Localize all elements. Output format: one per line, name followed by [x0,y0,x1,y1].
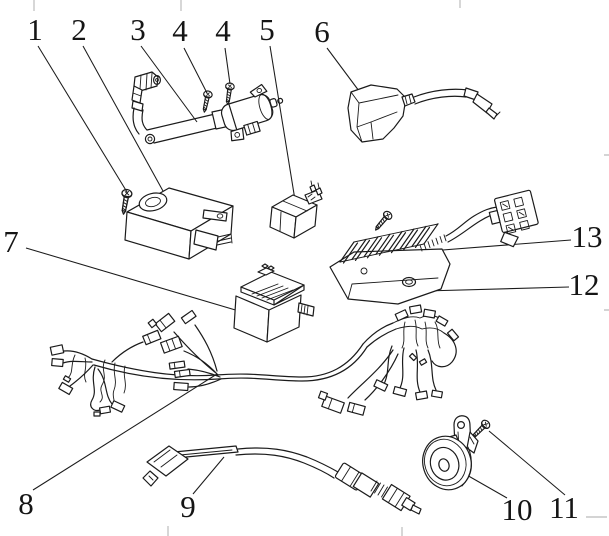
leader-line-12 [424,286,570,292]
wiring-harness [49,304,460,417]
horn [422,415,479,491]
leader-line-8 [32,373,218,491]
callout-11: 11 [549,490,579,525]
callout-8: 8 [18,486,34,521]
leader-line-4b [224,47,231,85]
coil-body [220,83,284,142]
leader-line-11 [488,430,566,496]
cdi-connector [193,229,219,251]
mounting-grommet [138,192,168,212]
callout-12: 12 [569,267,600,302]
leader-line-2 [82,45,164,192]
leader-line-6 [326,47,363,96]
harness-plug [147,312,176,333]
callout-10: 10 [502,492,533,527]
cdi-unit [124,187,234,260]
screw-icon [371,209,395,234]
high-tension-lead [132,107,148,135]
callout-2: 2 [71,12,87,47]
spring-wrapped-cable [419,234,447,252]
threaded-section [370,480,392,500]
callout-3: 3 [130,12,146,47]
rubber-mounted-lead [347,84,501,143]
callout-7: 7 [3,224,19,259]
screw-icon [222,81,236,106]
leader-line-3 [140,45,198,123]
harness-trunk [91,343,364,378]
harness-plug [159,335,183,354]
lead-wire [413,88,469,105]
regulator-rectifier [329,189,539,305]
ignition-coil-assembly [131,71,284,145]
cable-connector [146,445,189,477]
rubber-boot [347,84,407,143]
cable-outer [235,447,339,479]
callout-9: 9 [180,489,196,524]
leader-line-4a [183,47,208,94]
callout-13: 13 [572,219,603,254]
leader-line-7 [25,247,250,315]
leader-line-1 [37,45,128,193]
cooling-fins [339,223,439,264]
callout-4b: 4 [215,13,231,48]
harness-plug [317,390,345,414]
screw-icon [199,89,214,114]
leader-line-5 [269,45,296,201]
callout-6: 6 [314,14,330,49]
callout-1: 1 [27,12,43,47]
callout-labels: 1 2 3 4 4 5 6 7 8 9 10 11 12 13 [3,12,602,527]
border-tick-marks [33,0,609,536]
starter-relay [269,180,323,239]
leader-line-9 [192,456,225,495]
regulator-connector [488,189,539,248]
flasher-relay [233,263,315,343]
callout-5: 5 [259,12,275,47]
speedometer-cable [142,445,422,515]
callout-4a: 4 [172,13,188,48]
